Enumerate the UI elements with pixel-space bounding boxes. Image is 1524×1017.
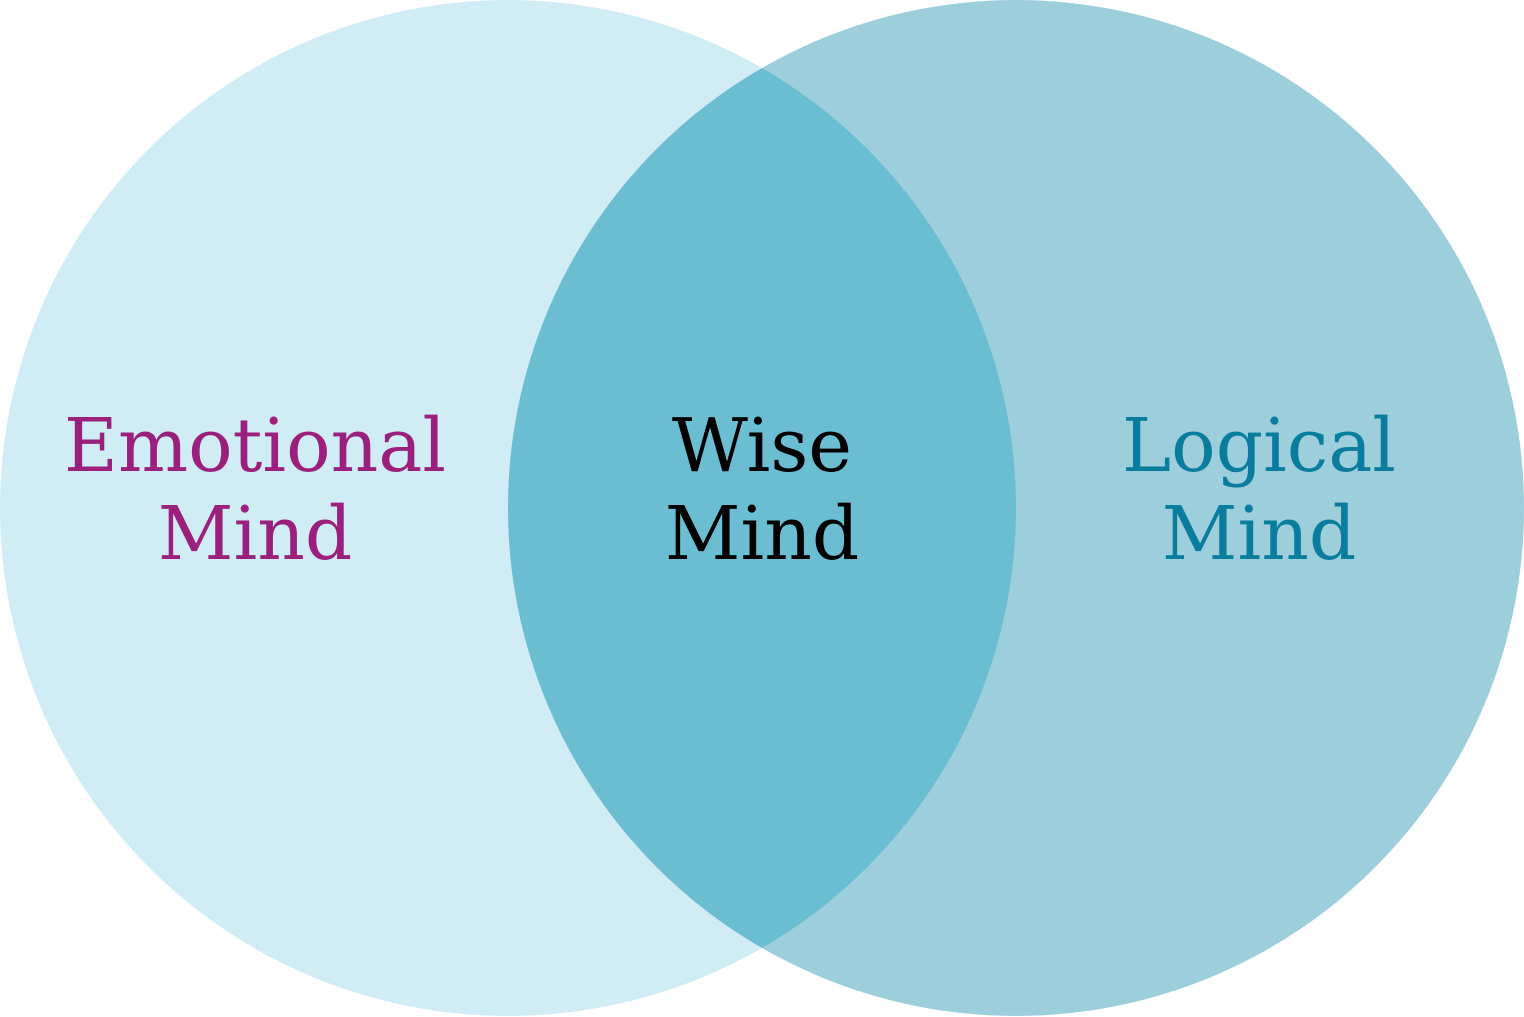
emotional-mind-line-2: Mind <box>157 491 353 577</box>
wise-mind-line-1: Wise <box>671 403 853 489</box>
wise-mind-label: Wise Mind <box>540 402 984 578</box>
emotional-mind-line-1: Emotional <box>63 403 447 489</box>
logical-mind-label: Logical Mind <box>1037 402 1481 578</box>
wise-mind-intersection <box>508 0 1016 1016</box>
emotional-mind-label: Emotional Mind <box>30 402 480 578</box>
logical-mind-line-2: Mind <box>1161 491 1357 577</box>
logical-mind-line-1: Logical <box>1122 403 1396 489</box>
wise-mind-line-2: Mind <box>664 491 860 577</box>
